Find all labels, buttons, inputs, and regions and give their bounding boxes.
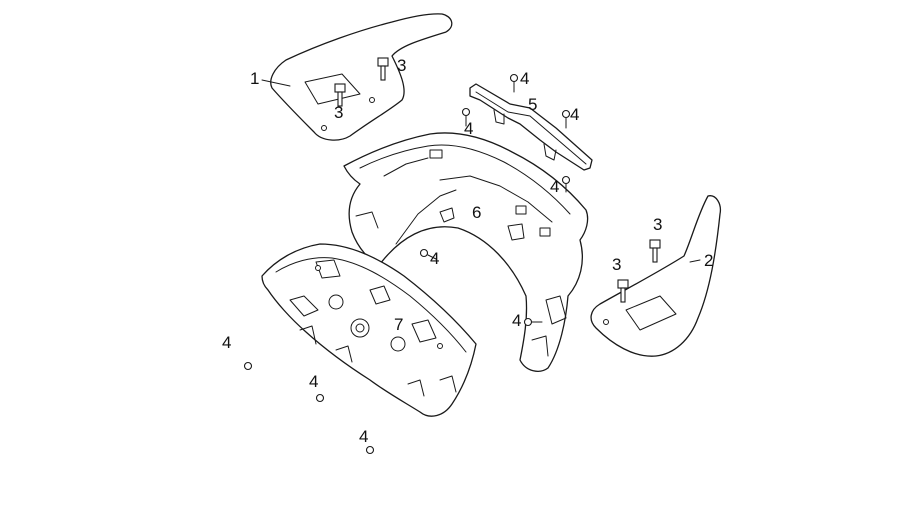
callout-part-4g: 4 [222, 333, 231, 352]
screw-4i [365, 445, 375, 455]
bolt-3a [334, 83, 346, 107]
callout-part-3a: 3 [334, 103, 343, 122]
screw-4d [561, 175, 571, 193]
callout-part-3d: 3 [612, 255, 621, 274]
callout-part-3c: 3 [653, 215, 662, 234]
screw-4g [243, 361, 253, 371]
callout-part-5: 5 [528, 95, 537, 114]
callout-part-6: 6 [472, 203, 481, 222]
callout-part-4a: 4 [520, 69, 529, 88]
bolt-3d [617, 279, 629, 303]
callout-part-4f: 4 [512, 311, 521, 330]
callout-part-4i: 4 [359, 427, 368, 446]
callout-part-2: 2 [704, 251, 713, 270]
callout-part-4b: 4 [464, 119, 473, 138]
callout-part-1: 1 [250, 69, 259, 88]
callout-part-4c: 4 [570, 105, 579, 124]
screw-4e [419, 248, 437, 260]
callout-part-7: 7 [394, 315, 403, 334]
callout-part-4e: 4 [430, 249, 439, 268]
left-side-panel [270, 13, 453, 141]
screw-4c [561, 109, 571, 129]
leader-lines [261, 79, 701, 263]
right-side-panel [590, 195, 722, 357]
screw-4h [315, 393, 325, 403]
bolt-3b [377, 57, 389, 81]
bolt-3c [649, 239, 661, 263]
screw-4f [523, 317, 543, 327]
front-instrument-cover [261, 243, 477, 417]
callout-part-4h: 4 [309, 372, 318, 391]
screw-4b [461, 107, 471, 127]
rear-cover [343, 132, 589, 372]
screw-4a [509, 73, 519, 93]
callout-part-4d: 4 [550, 177, 559, 196]
callout-part-3b: 3 [397, 56, 406, 75]
upper-bracket [469, 83, 593, 171]
